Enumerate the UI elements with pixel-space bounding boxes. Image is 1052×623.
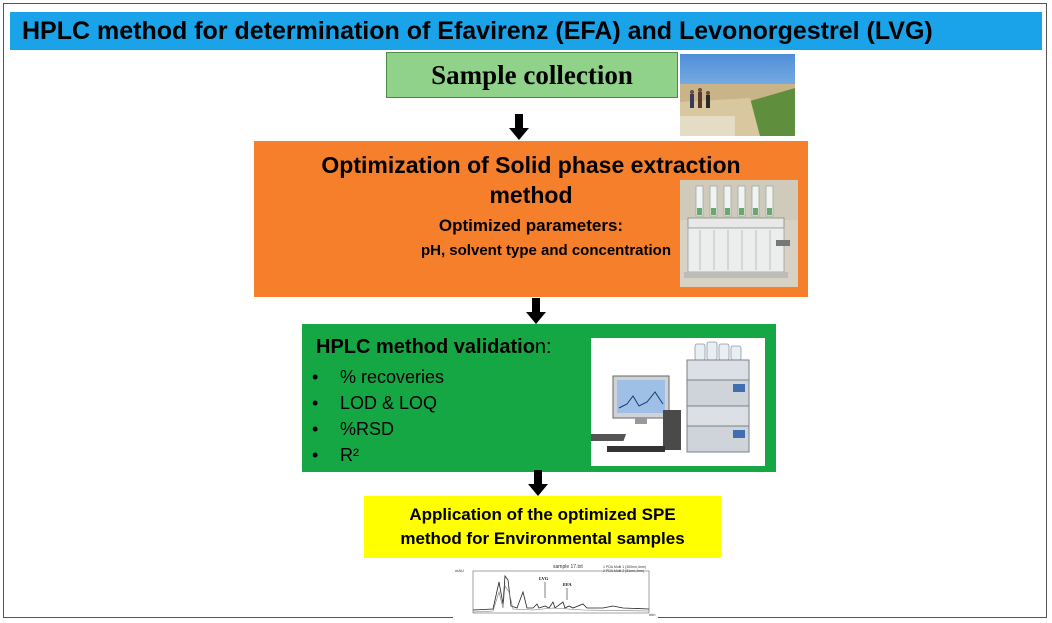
spe-title-line1: Optimization of Solid phase extraction [321,152,741,178]
field-photo-illustration [680,54,795,136]
validation-heading: HPLC method validation: [316,336,552,359]
chromatogram-title: sample 17.txt [553,564,583,570]
figure-title: HPLC method for determination of Efavire… [10,12,1042,50]
validation-list: • % recoveries • LOD & LOQ • %RSD • R² [312,364,444,468]
spe-manifold-illustration [680,180,798,287]
list-item-text: LOD & LOQ [340,393,438,413]
sample-collection-label: Sample collection [431,60,633,90]
bullet: • [312,419,319,439]
spe-manifold-photo [680,180,798,287]
list-item: • LOD & LOQ [312,390,444,416]
chromatogram-legend-1: 1 PDA Multi 1 (300nm,4nm) [603,565,646,569]
down-arrow-3 [528,470,548,496]
bullet: • [312,393,319,413]
hplc-instrument-photo [591,338,765,466]
application-line1: Application of the optimized SPE [409,505,676,524]
list-item: • R² [312,442,444,468]
peak-label-efa: EFA [563,582,572,587]
list-item: • %RSD [312,416,444,442]
chromatogram-plot: sample 17.txt 1 PDA Multi 1 (300nm,4nm) … [455,564,655,617]
bullet: • [312,445,319,465]
spe-params-text: pH, solvent type and concentration [420,242,672,259]
list-item-text: %RSD [340,419,395,439]
chromatogram-figure: sample 17.txt 1 PDA Multi 1 (300nm,4nm) … [453,562,658,620]
chromatogram-xunit: min [649,612,655,617]
chromatogram-trace [472,574,650,611]
validation-heading-bold: HPLC method validatio [316,336,535,358]
down-arrow-2 [526,298,546,324]
sample-collection-box: Sample collection [386,52,678,98]
bullet: • [312,367,319,387]
application-box: Application of the optimized SPE method … [364,496,721,558]
spe-params-title: Optimized parameters: [438,216,624,235]
list-item-text: R² [340,445,359,465]
validation-heading-rest: n: [534,336,552,358]
chromatogram-trace-2 [472,585,650,613]
list-item: • % recoveries [312,364,444,390]
chromatogram-axes [472,570,650,614]
chromatogram-yunit: mAU [455,568,464,573]
application-line2: method for Environmental samples [400,529,685,548]
hplc-instrument-illustration [591,338,765,466]
list-item-text: % recoveries [340,367,445,387]
spe-title-line2: method [489,182,573,208]
peak-label-lvg: LVG [539,576,549,581]
down-arrow-1 [509,114,529,140]
field-sampling-photo [680,54,795,136]
